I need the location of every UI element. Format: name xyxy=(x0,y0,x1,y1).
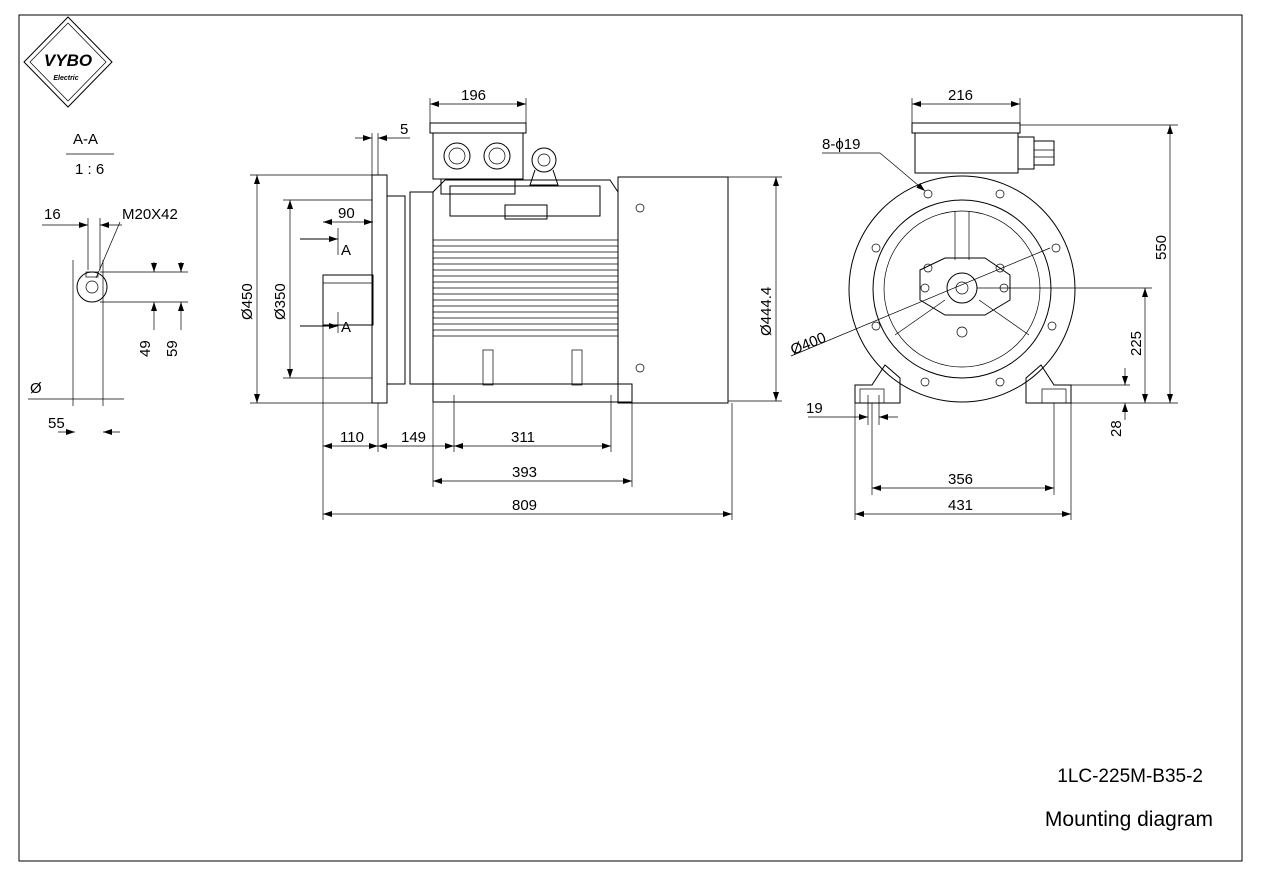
dim-spigot-diameter: Ø350 xyxy=(272,283,289,320)
section-dia-dim: 55 xyxy=(48,415,65,432)
dim-c: 149 xyxy=(401,429,426,446)
section-h1-dim: 49 xyxy=(137,340,154,357)
shaft-section-circle xyxy=(76,271,108,303)
flange-bolt-holes xyxy=(871,189,1061,387)
brand-logo: VYBO Electric xyxy=(23,16,113,108)
section-label: A-A xyxy=(73,131,98,148)
model-number: 1LC-225M-B35-2 xyxy=(1057,766,1203,787)
drawing-border xyxy=(18,14,1243,862)
dim-terminal-box-width-end: 216 xyxy=(948,87,973,104)
dim-base-length: 393 xyxy=(512,464,537,481)
dim-shaft-length: 110 xyxy=(340,429,364,446)
diagram-caption: Mounting diagram xyxy=(1045,808,1213,831)
section-width-dim: 16 xyxy=(44,206,61,223)
terminal-box-end xyxy=(911,122,1021,134)
dim-pcd: Ø400 xyxy=(788,329,828,359)
dim-foot-hole: 19 xyxy=(806,400,823,417)
dim-overall-height: 550 xyxy=(1153,235,1170,260)
dim-shaft-height: 225 xyxy=(1128,331,1145,356)
section-dia-symbol: Ø xyxy=(30,380,42,397)
end-shaft-circle xyxy=(946,272,978,304)
fan-cowl xyxy=(617,176,729,404)
section-h2-dim: 59 xyxy=(164,340,181,357)
lifting-eye xyxy=(531,147,557,173)
logo-sub-text: Electric xyxy=(53,75,78,82)
dim-bolt-holes: 8-ϕ19 xyxy=(822,136,860,153)
end-view: 216 8-ϕ19 Ø400 550 225 28 19 xyxy=(788,87,1178,520)
dim-overall-width: 431 xyxy=(948,497,973,514)
flange-plate xyxy=(371,174,388,404)
dim-flange-diameter: Ø450 xyxy=(239,283,256,320)
section-a-a-view: A-A 1 : 6 16 M20X42 49 59 Ø 55 xyxy=(28,131,188,435)
logo-brand-text: VYBO xyxy=(44,51,92,70)
dim-a: 356 xyxy=(948,471,973,488)
terminal-box-side xyxy=(429,122,527,134)
dim-foot-thickness: 28 xyxy=(1108,420,1125,437)
dim-total-length: 809 xyxy=(512,497,537,514)
section-thread-dim: M20X42 xyxy=(122,206,178,223)
section-mark-bottom: A xyxy=(341,319,351,336)
cooling-fins xyxy=(433,239,618,337)
dim-frame-diameter: Ø444.4 xyxy=(758,287,775,336)
side-view: A A 5 90 Ø450 Ø350 196 Ø444.4 xyxy=(239,87,782,520)
section-scale: 1 : 6 xyxy=(75,161,104,178)
mounting-foot-end xyxy=(854,364,901,404)
dim-flange-thickness: 5 xyxy=(400,121,408,138)
dim-shaft-offset: 90 xyxy=(338,205,355,222)
section-mark-top: A xyxy=(341,242,351,259)
shaft-extension xyxy=(322,274,374,326)
dim-terminal-box-width-side: 196 xyxy=(461,87,486,104)
end-flange-outline xyxy=(848,175,1076,403)
dim-b: 311 xyxy=(511,429,535,446)
mounting-foot-side xyxy=(432,383,633,403)
